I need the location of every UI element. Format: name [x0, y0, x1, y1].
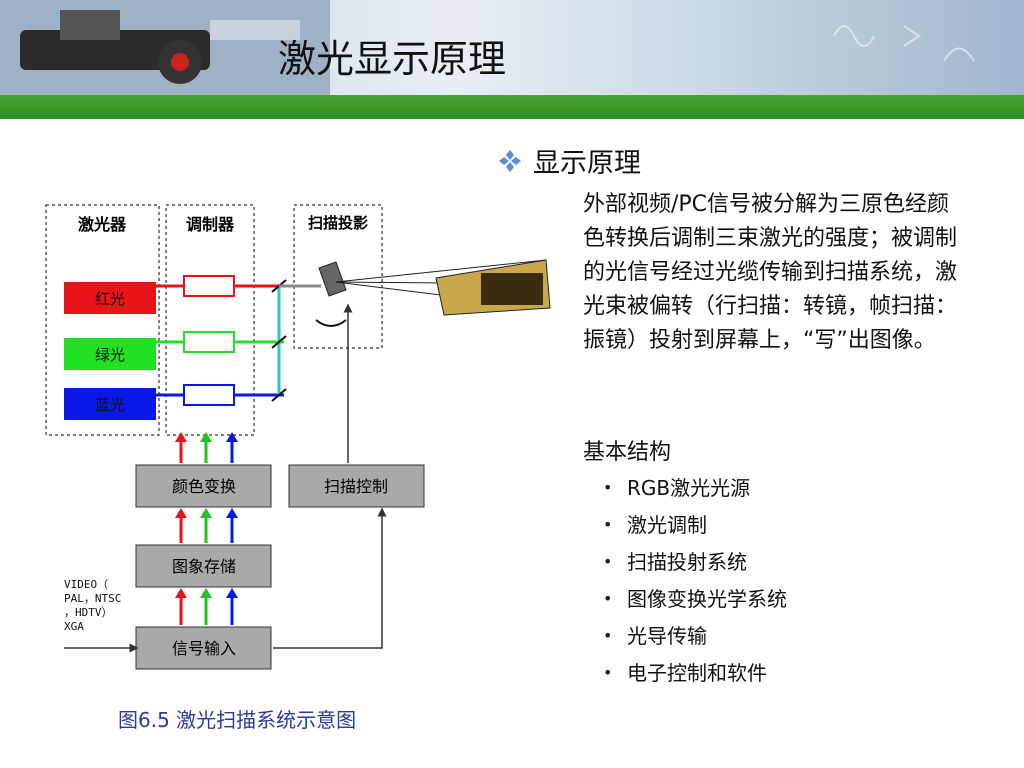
bullet-icon: •: [603, 515, 613, 534]
blue-modulator: [183, 384, 235, 406]
figure-caption: 图6.5 激光扫描系统示意图: [118, 708, 357, 732]
image-store-box: [135, 544, 272, 588]
video-label: VIDEO（ PAL，NTSC ，HDTV） XGA: [64, 578, 128, 633]
green-laser-label: 绿光: [95, 346, 125, 364]
lab-equipment-image: [0, 0, 330, 95]
scan-control-label: 扫描控制: [324, 477, 388, 496]
bullet-icon: •: [603, 626, 613, 645]
scan-title: 扫描投影: [308, 214, 368, 232]
rgb-arrowheads: [175, 432, 238, 598]
projected-image: [481, 273, 543, 305]
laser-title: 激光器: [78, 215, 127, 234]
list-item: • 扫描投射系统: [603, 548, 787, 585]
diamond-bullet-icon: [499, 149, 521, 172]
polygon-scanner: [318, 261, 347, 297]
list-item-text: RGB激光光源: [627, 476, 751, 500]
list-item: • RGB激光光源: [603, 474, 787, 511]
page-title: 激光显示原理: [278, 37, 507, 81]
formula-decoration: [833, 25, 975, 62]
list-item-text: 扫描投射系统: [627, 550, 747, 574]
modulator-title: 调制器: [186, 215, 235, 234]
scan-control-box: [288, 464, 425, 508]
red-laser-label: 红光: [95, 290, 125, 308]
bullet-icon: •: [603, 552, 613, 571]
red-modulator: [183, 275, 235, 297]
color-convert-box: [135, 464, 272, 508]
list-item-text: 电子控制和软件: [627, 661, 767, 685]
heading-text: 显示原理: [533, 148, 641, 179]
list-item: • 电子控制和软件: [603, 659, 787, 696]
list-item-text: 图像变换光学系统: [627, 587, 787, 611]
red-laser-box: [64, 282, 156, 314]
mirror-green: [271, 335, 287, 349]
bullet-icon: •: [603, 589, 613, 608]
header-banner: 激光显示原理: [0, 0, 1024, 95]
color-convert-label: 颜色变换: [172, 477, 236, 496]
structure-list: • RGB激光光源 • 激光调制 • 扫描投射系统 • 图像变换光学系统 • 光导传输 •…: [603, 474, 787, 696]
image-store-label: 图象存储: [172, 557, 236, 576]
input-to-scan-control: [273, 507, 387, 649]
description-paragraph: 外部视频/PC信号被分解为三原色经颜色转换后调制三束激光的强度；被调制的光信号经…: [583, 192, 958, 353]
mirror-blue: [271, 388, 287, 402]
blue-laser-box: [64, 388, 156, 420]
green-laser-box: [64, 338, 156, 370]
list-item: • 图像变换光学系统: [603, 585, 787, 622]
list-item-text: 激光调制: [627, 513, 707, 537]
header-green-bar: [0, 95, 1024, 119]
section-heading: 显示原理: [497, 141, 641, 180]
green-modulator: [183, 331, 235, 353]
bullet-icon: •: [603, 663, 613, 682]
list-item: • 光导传输: [603, 622, 787, 659]
bullet-icon: •: [603, 478, 613, 497]
scan-rotation-arrow: [315, 319, 347, 327]
list-item-text: 光导传输: [627, 624, 707, 648]
list-item: • 激光调制: [603, 511, 787, 548]
signal-input-label: 信号输入: [172, 639, 236, 658]
laser-scan-diagram: 激光器 调制器 扫描投影 红光 绿光 蓝光 颜色变换 扫描控制 图象存储 信号输…: [45, 204, 551, 670]
blue-laser-label: 蓝光: [95, 396, 125, 414]
subheading: 基本结构: [583, 440, 672, 465]
